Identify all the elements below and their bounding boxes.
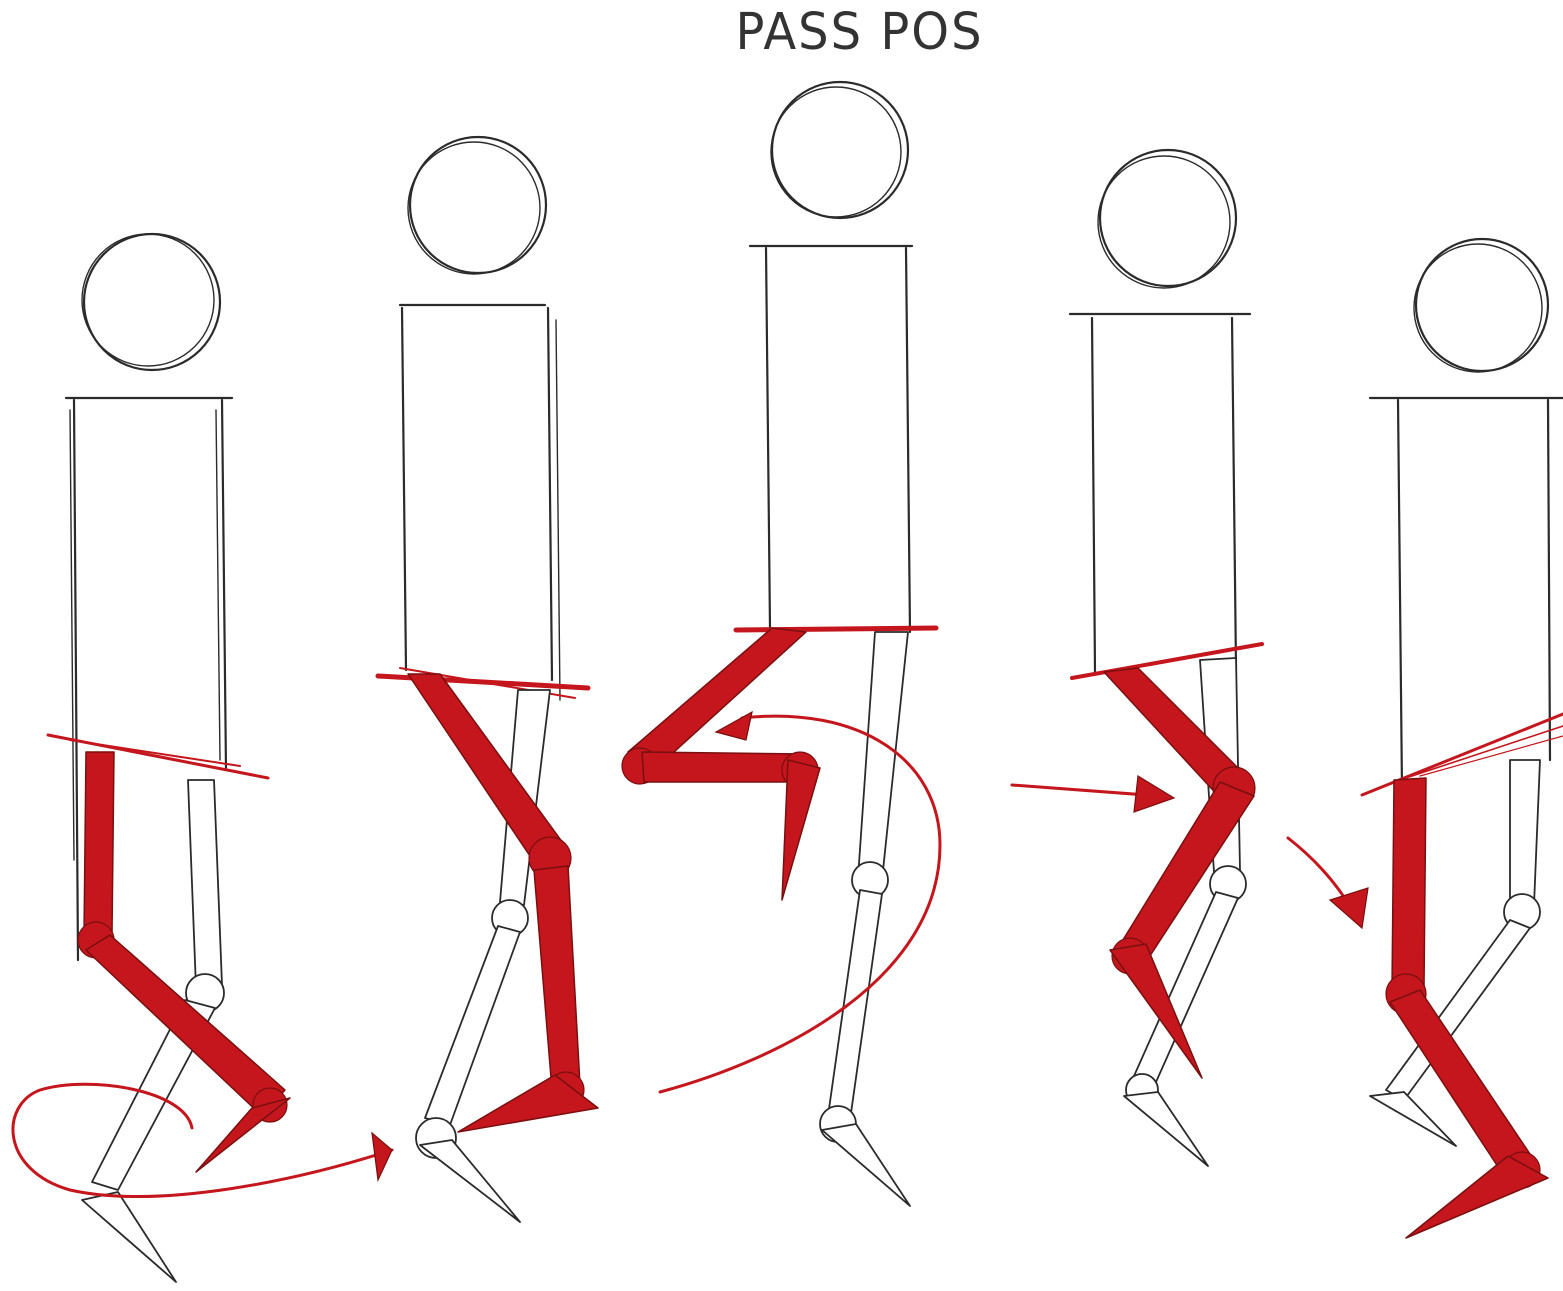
downward-arrow [1288,838,1368,928]
head-circle [82,234,220,370]
walk-frame-3-pass-position [622,82,940,1206]
walk-frame-5 [1288,239,1563,1238]
supporting-leg-white [820,632,910,1206]
hip-line [48,735,268,778]
walk-frame-4 [1012,150,1262,1166]
head-circle [1414,239,1548,372]
torso-rectangle [750,246,912,632]
head-circle [408,137,546,274]
hip-line [378,668,588,698]
hip-line [736,628,936,630]
passing-leg-red [622,628,820,900]
front-leg-red [78,752,290,1172]
torso-rectangle [400,305,560,700]
torso-rectangle [1070,314,1250,672]
forward-arrow [1012,776,1174,812]
head-circle [1098,150,1236,288]
foot-roll-arrow [13,1084,392,1196]
walk-frame-2 [378,137,598,1222]
torso-rectangle [1370,398,1563,790]
walk-frame-1 [13,234,392,1282]
head-circle [771,82,908,218]
